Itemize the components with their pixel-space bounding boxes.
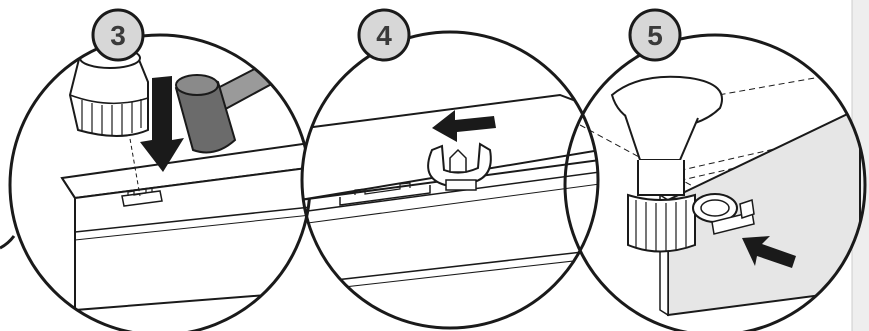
step-4-number: 4 — [376, 20, 392, 51]
step-4-panel: 4 — [290, 10, 600, 328]
step-5-number: 5 — [647, 20, 663, 51]
step-3-badge: 3 — [93, 10, 143, 60]
board-3 — [62, 143, 330, 310]
clip-slide-icon — [428, 144, 491, 190]
step-5-badge: 5 — [630, 10, 680, 60]
step-5-panel: 5 — [565, 10, 869, 331]
connector-line — [0, 236, 14, 248]
step-3-panel: 3 — [10, 10, 338, 331]
adjustable-foot-3 — [70, 48, 148, 136]
step-4-badge: 4 — [359, 10, 409, 60]
step-3-number: 3 — [110, 20, 126, 51]
